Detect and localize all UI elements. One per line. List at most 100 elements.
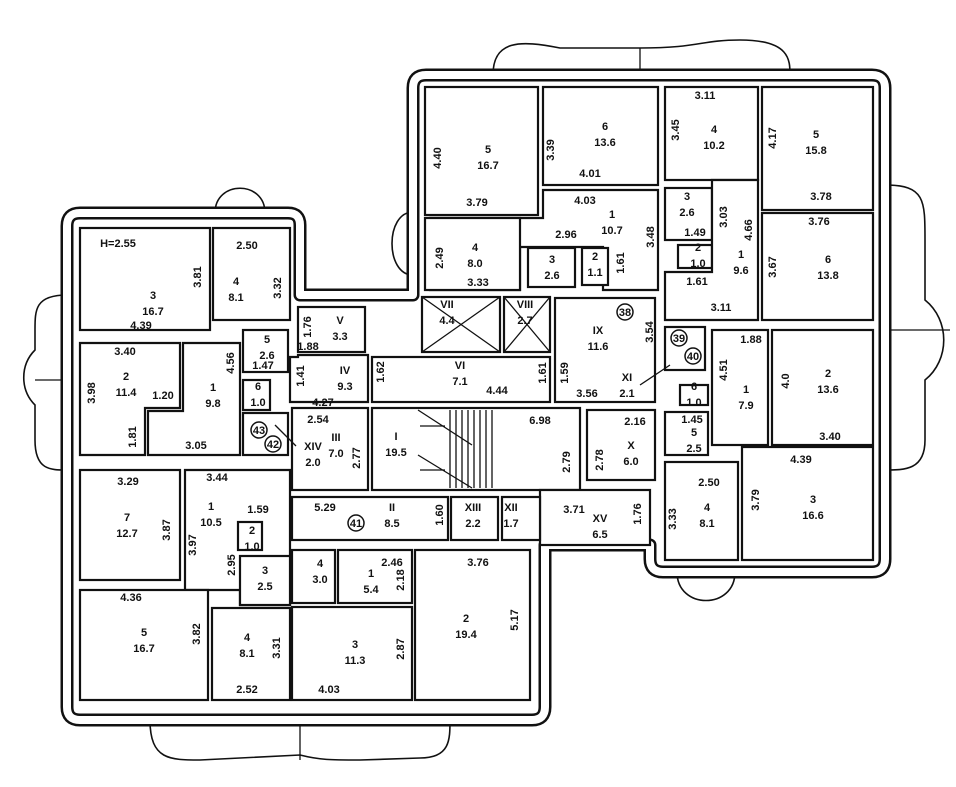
room-dimension: 3.11 bbox=[711, 302, 732, 314]
room-dimension: 3.31 bbox=[271, 637, 283, 658]
room-dimension: 2.54 bbox=[307, 414, 329, 426]
room-area: 16.7 bbox=[477, 160, 498, 172]
room-area: 19.5 bbox=[385, 447, 406, 459]
room-dimension: 4.51 bbox=[718, 359, 730, 380]
room-area: 16.6 bbox=[802, 510, 823, 522]
leader-line bbox=[639, 364, 671, 386]
room-area: 10.2 bbox=[703, 140, 724, 152]
room-dimension: 3.29 bbox=[117, 476, 138, 488]
room-dimension: 1.88 bbox=[297, 341, 318, 353]
room-dimension: 3.56 bbox=[576, 388, 597, 400]
room-dimension: 4.39 bbox=[790, 454, 811, 466]
room-dimension: 4.03 bbox=[318, 684, 339, 696]
room-number: XIII bbox=[465, 502, 482, 514]
unit-marker-number: 40 bbox=[687, 351, 699, 363]
room-number: 4 bbox=[233, 276, 240, 288]
room-number: 7 bbox=[124, 512, 130, 524]
room-number: VIII bbox=[517, 299, 534, 311]
room-number: XI bbox=[622, 372, 632, 384]
room-dimension: 3.79 bbox=[750, 489, 762, 510]
room-number: 1 bbox=[208, 501, 214, 513]
unit-marker-circle bbox=[264, 435, 282, 453]
room-area: 3.3 bbox=[332, 331, 347, 343]
room-dimension: 2.16 bbox=[624, 416, 645, 428]
unit-marker-circle bbox=[347, 514, 365, 532]
room-dimension: 1.76 bbox=[302, 316, 314, 337]
room-area: 8.5 bbox=[384, 518, 399, 530]
room-dimension: 2.18 bbox=[395, 569, 407, 590]
room-dimension: 1.47 bbox=[252, 360, 273, 372]
outer-walls bbox=[60, 68, 892, 727]
room-dimension: 3.05 bbox=[185, 440, 206, 452]
room-area: 11.6 bbox=[588, 341, 609, 353]
room-dimension: 3.71 bbox=[563, 504, 584, 516]
room-number: X bbox=[627, 440, 635, 452]
room-dimension: 3.44 bbox=[206, 472, 228, 484]
room-area: 2.2 bbox=[465, 518, 480, 530]
room-area: 2.5 bbox=[686, 443, 701, 455]
unit-marker-circle bbox=[670, 329, 688, 347]
room-dimension: 1.81 bbox=[127, 426, 139, 447]
room-number: 2 bbox=[123, 371, 129, 383]
room-area: 10.5 bbox=[200, 517, 221, 529]
room-dimension: 1.88 bbox=[740, 334, 761, 346]
room-dimension: 3.40 bbox=[819, 431, 840, 443]
room-number: 5 bbox=[264, 334, 270, 346]
room-dimension: 1.45 bbox=[681, 414, 702, 426]
room-number: 6 bbox=[255, 381, 261, 393]
stair-and-shaft-details bbox=[274, 296, 671, 489]
room-dimension: 2.87 bbox=[395, 638, 407, 659]
room-number: VI bbox=[455, 360, 465, 372]
room-dimension: 3.45 bbox=[670, 119, 682, 140]
room-area: 13.6 bbox=[594, 137, 615, 149]
room-number: 4 bbox=[244, 632, 251, 644]
room-dimension: 2.50 bbox=[698, 477, 719, 489]
room-dimension: H=2.55 bbox=[100, 238, 136, 250]
room-area: 1.0 bbox=[690, 258, 705, 270]
room-area: 1.0 bbox=[244, 541, 259, 553]
room-dimension: 2.79 bbox=[561, 451, 573, 472]
room-dimension: 1.61 bbox=[615, 252, 627, 273]
room-dimension: 3.54 bbox=[644, 320, 656, 342]
leader-line bbox=[274, 424, 297, 447]
room-dimension: 4.17 bbox=[767, 127, 779, 148]
room-dimension: 3.67 bbox=[767, 256, 779, 277]
room-number: XV bbox=[593, 513, 608, 525]
room-dimension: 1.59 bbox=[247, 504, 268, 516]
room-number: IX bbox=[593, 325, 604, 337]
room-dimension: 3.03 bbox=[718, 206, 730, 227]
room-dimension: 1.59 bbox=[559, 362, 571, 383]
room-dimension: 1.49 bbox=[684, 227, 705, 239]
room-number: 1 bbox=[609, 209, 615, 221]
room-dimension: 4.27 bbox=[312, 397, 333, 409]
room-dimension: 3.33 bbox=[467, 277, 488, 289]
room-number: 6 bbox=[602, 121, 608, 133]
room-number: I bbox=[394, 431, 397, 443]
unit-marker-number: 43 bbox=[253, 425, 265, 437]
room-dimension: 3.33 bbox=[667, 508, 679, 529]
room-dimension: 4.40 bbox=[432, 147, 444, 168]
room-number: 1 bbox=[210, 382, 216, 394]
room-area: 6.0 bbox=[623, 456, 638, 468]
room-area: 9.8 bbox=[205, 398, 220, 410]
room-number: 3 bbox=[810, 494, 816, 506]
room-area: 8.0 bbox=[467, 258, 482, 270]
room-number: IV bbox=[340, 365, 351, 377]
room-number: 5 bbox=[813, 129, 819, 141]
room-dimension: 2.78 bbox=[594, 449, 606, 470]
room-number: 2 bbox=[249, 525, 255, 537]
unit-marker-circle bbox=[684, 347, 702, 365]
room-dimension: 1.62 bbox=[375, 361, 387, 382]
room-area: 5.4 bbox=[363, 584, 379, 596]
room-area: 3.0 bbox=[312, 574, 327, 586]
room-dimension: 4.36 bbox=[120, 592, 141, 604]
room-dimension: 2.52 bbox=[236, 684, 257, 696]
room-number: 4 bbox=[711, 124, 718, 136]
room-area: 2.5 bbox=[257, 581, 272, 593]
room-area: 2.6 bbox=[679, 207, 694, 219]
unit-marker-circle bbox=[616, 303, 634, 321]
room-dimension: 1.60 bbox=[434, 504, 446, 525]
room-area: 1.7 bbox=[503, 518, 518, 530]
room-number: 6 bbox=[825, 254, 831, 266]
room-dimension: 3.48 bbox=[645, 226, 657, 247]
